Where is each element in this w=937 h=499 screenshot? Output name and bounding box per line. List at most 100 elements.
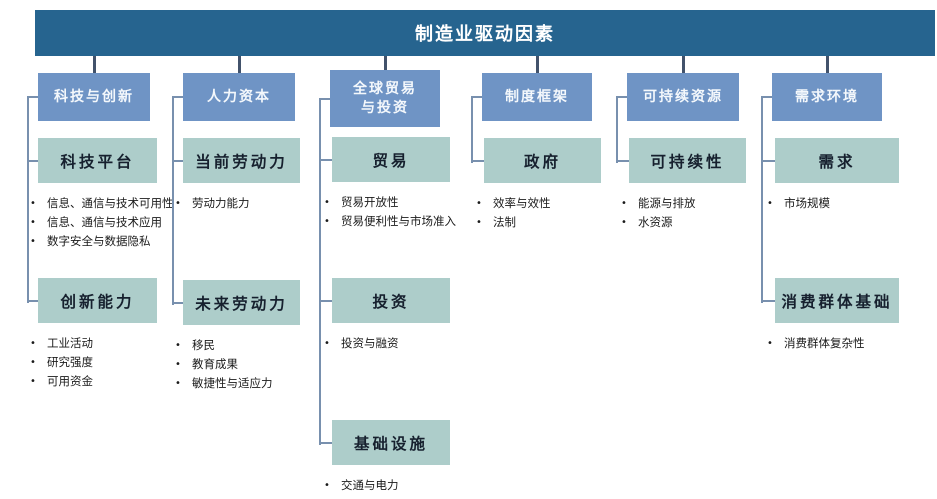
bullet-text: 工业活动: [47, 336, 93, 350]
connector-drop-line: [92, 56, 96, 73]
bullet-item: •信息、通信与技术可用性: [30, 194, 209, 213]
connector-stub: [27, 96, 38, 98]
connector-stub: [27, 159, 38, 162]
connector-drop-line: [383, 56, 387, 70]
bullet-text: 水资源: [638, 215, 673, 229]
bullet-item: • 研究强度: [30, 353, 209, 372]
connector-drop-line: [825, 56, 829, 73]
bullet-dot-icon: •: [175, 378, 181, 389]
group-box-6-1: 需求: [775, 138, 899, 183]
bullet-dot-icon: •: [324, 480, 330, 491]
bullet-text: 可用资金: [47, 374, 93, 388]
group-box-3-2: 投资: [332, 278, 450, 323]
bullet-item: • 消费群体复杂性: [767, 334, 937, 353]
bullet-dot-icon: •: [476, 198, 482, 209]
group-box-2-2: 未来劳动力: [183, 280, 300, 325]
group-box-4-1: 政府: [484, 138, 601, 183]
group-box-6-2: 消费群体基础: [775, 278, 899, 323]
bullet-text: 信息、通信与技术可用性: [47, 196, 174, 210]
bullet-text: 敏捷性与适应力: [192, 376, 273, 390]
connector-stub: [319, 97, 330, 100]
bullet-dot-icon: •: [767, 198, 773, 209]
bullet-item: • 工业活动: [30, 334, 209, 353]
connector-stub: [471, 159, 484, 162]
bullet-dot-icon: •: [175, 359, 181, 370]
bullet-dot-icon: •: [175, 340, 181, 351]
group-box-1-2: 创新能力: [38, 278, 157, 323]
bullet-text: 交通与电力: [341, 478, 399, 492]
bullet-dot-icon: •: [30, 198, 36, 209]
connector-stub: [471, 96, 482, 98]
bullet-dot-icon: •: [476, 217, 482, 228]
bullet-list: • 工业活动 • 研究强度 • 可用资金: [30, 334, 209, 391]
group-box-1-1: 科技平台: [38, 138, 157, 183]
bullet-text: 移民: [192, 338, 215, 352]
bullet-list: • 消费群体复杂性: [767, 334, 937, 353]
connector-rail: [761, 97, 763, 303]
group-box-2-1: 当前劳动力: [183, 138, 300, 183]
bullet-text: 效率与效性: [493, 196, 551, 210]
bullet-text: 能源与排放: [638, 196, 696, 210]
column-header-1: 科技与创新: [38, 73, 150, 121]
group-box-3-1: 贸易: [332, 137, 450, 182]
bullet-dot-icon: •: [30, 338, 36, 349]
connector-stub: [616, 159, 629, 162]
connector-stub: [172, 96, 183, 98]
bullet-text: 数字安全与数据隐私: [47, 234, 151, 248]
bullet-text: 法制: [493, 215, 516, 229]
connector-stub: [319, 441, 332, 444]
bullet-dot-icon: •: [30, 236, 36, 247]
bullet-item: • 贸易便利性与市场准入: [324, 212, 502, 231]
bullet-item: •水资源: [621, 213, 798, 232]
bullet-list: •能源与排放•水资源: [621, 194, 798, 232]
group-box-5-1: 可持续性: [629, 138, 746, 183]
bullet-item: • 投资与融资: [324, 334, 502, 353]
bullet-text: 贸易开放性: [341, 195, 399, 209]
bullet-list: • 投资与融资: [324, 334, 502, 353]
group-box-3-3: 基础设施: [332, 420, 450, 465]
bullet-item: • 交通与电力: [324, 476, 502, 495]
bullet-dot-icon: •: [767, 338, 773, 349]
connector-rail: [27, 97, 29, 303]
bullet-dot-icon: •: [324, 338, 330, 349]
bullet-item: • 敏捷性与适应力: [175, 374, 352, 393]
bullet-text: 消费群体复杂性: [784, 336, 865, 350]
connector-stub: [319, 158, 332, 161]
bullet-item: • 数字安全与数据隐私: [30, 232, 209, 251]
connector-rail: [616, 97, 618, 163]
bullet-item: • 移民: [175, 336, 352, 355]
diagram-title-bar: 制造业驱动因素: [35, 10, 935, 56]
bullet-item: • 能源与排放: [621, 194, 798, 213]
column-header-5: 可持续资源: [627, 73, 739, 121]
bullet-item: • 市场规模: [767, 194, 937, 213]
bullet-dot-icon: •: [621, 198, 627, 209]
bullet-dot-icon: •: [324, 216, 330, 227]
connector-stub: [27, 299, 38, 302]
diagram-title: 制造业驱动因素: [415, 24, 555, 45]
bullet-text: 信息、通信与技术应用: [47, 215, 162, 229]
bullet-dot-icon: •: [175, 198, 181, 209]
bullet-text: 市场规模: [784, 196, 830, 210]
bullet-text: 投资与融资: [341, 336, 399, 350]
connector-stub: [761, 159, 775, 162]
connector-stub: [761, 299, 775, 302]
bullet-dot-icon: •: [30, 376, 36, 387]
bullet-text: 贸易便利性与市场准入: [341, 214, 456, 228]
connector-stub: [761, 96, 772, 98]
connector-drop-line: [681, 56, 685, 73]
bullet-item: • 法制: [476, 213, 653, 232]
bullet-item: • 劳动力能力: [175, 194, 352, 213]
connector-drop-line: [237, 56, 241, 73]
connector-stub: [172, 159, 183, 162]
bullet-text: 研究强度: [47, 355, 93, 369]
bullet-list: • 劳动力能力: [175, 194, 352, 213]
bullet-text: 教育成果: [192, 357, 238, 371]
column-header-3: 全球贸易 与投资: [330, 70, 440, 127]
bullet-item: •信息、通信与技术应用: [30, 213, 209, 232]
bullet-item: • 教育成果: [175, 355, 352, 374]
connector-rail: [319, 98, 321, 445]
column-header-4: 制度框架: [482, 73, 592, 121]
bullet-text: 劳动力能力: [192, 196, 250, 210]
bullet-list: • 市场规模: [767, 194, 937, 213]
